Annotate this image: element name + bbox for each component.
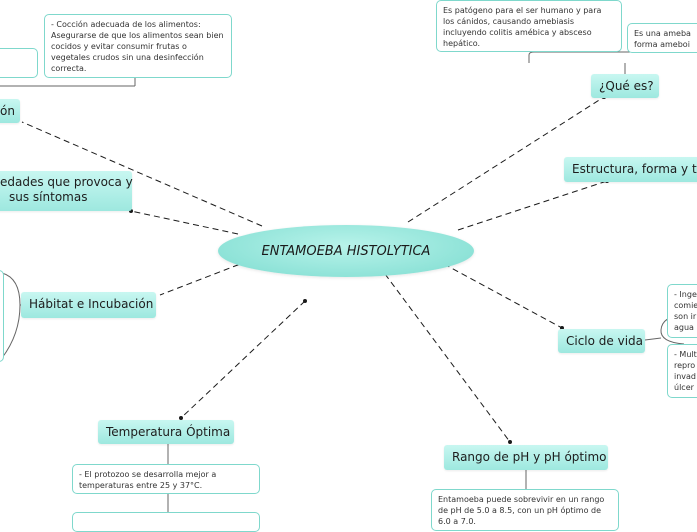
note-temperatura-2 bbox=[72, 512, 260, 532]
central-topic-label: ENTAMOEBA HISTOLYTICA bbox=[261, 243, 431, 259]
topic-prevencion[interactable]: ón bbox=[0, 99, 20, 123]
topic-enfermedades[interactable]: edades que provoca y sus síntomas bbox=[0, 171, 133, 211]
topic-enfermedades-line1: edades que provoca y bbox=[0, 175, 133, 189]
note-coccion: - Cocción adecuada de los alimentos: Ase… bbox=[44, 14, 232, 78]
topic-ciclo[interactable]: Ciclo de vida bbox=[558, 329, 645, 353]
connector-lines bbox=[0, 51, 690, 515]
note-ingestion: - Inge comie son ir agua bbox=[667, 284, 697, 338]
connector-estructura bbox=[457, 180, 608, 231]
topic-estructura[interactable]: Estructura, forma y tam bbox=[564, 157, 697, 182]
note-temperatura: - El protozoo se desarrolla mejor a temp… bbox=[72, 464, 260, 494]
note-habitat-left bbox=[0, 270, 4, 362]
connector-temperatura bbox=[180, 300, 306, 419]
topic-habitat[interactable]: Hábitat e Incubación bbox=[21, 292, 156, 318]
dot-ph bbox=[508, 440, 512, 444]
note-patogeno: Es patógeno para el ser humano y para lo… bbox=[436, 0, 622, 52]
central-topic[interactable]: ENTAMOEBA HISTOLYTICA bbox=[218, 225, 474, 277]
note-multiplicacion: - Mult repro invad úlcer bbox=[667, 344, 697, 398]
topic-rango-ph[interactable]: Rango de pH y pH óptimo bbox=[444, 445, 608, 470]
topic-enfermedades-line2: sus síntomas bbox=[9, 190, 88, 204]
note-prevencion-partial bbox=[0, 48, 38, 78]
dot-center-temp bbox=[303, 299, 307, 303]
connector-habitat bbox=[159, 260, 249, 296]
bracket-que-es bbox=[528, 51, 690, 63]
connector-ph bbox=[384, 273, 511, 443]
note-ph: Entamoeba puede sobrevivir en un rango d… bbox=[431, 489, 619, 531]
connector-ciclo bbox=[443, 263, 563, 329]
topic-temperatura[interactable]: Temperatura Óptima bbox=[98, 420, 234, 444]
dot-temperatura bbox=[179, 416, 183, 420]
note-ameba: Es una ameba forma ameboi bbox=[627, 23, 697, 53]
connector-que-es bbox=[407, 96, 605, 223]
connector-enfermedades bbox=[130, 210, 239, 235]
topic-que-es[interactable]: ¿Qué es? bbox=[591, 74, 659, 98]
connector-prevencion bbox=[21, 121, 263, 227]
bracket-habitat bbox=[1, 272, 21, 359]
